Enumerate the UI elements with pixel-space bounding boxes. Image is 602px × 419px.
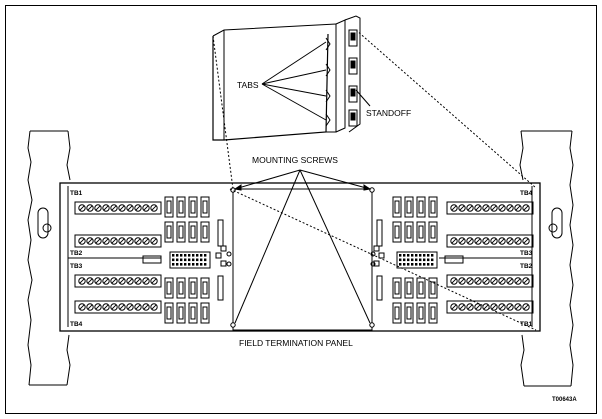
detail-callout-lines (212, 29, 537, 331)
terminal-strip (446, 274, 534, 288)
right-connector (370, 219, 464, 301)
panel-mounting-screws (230, 187, 375, 328)
relay-block (392, 277, 438, 299)
relay-block (392, 221, 438, 243)
center-opening (232, 188, 373, 331)
relay-block (164, 221, 210, 243)
left-relay-blocks (164, 196, 210, 324)
mounting-screw-leaders (233, 169, 372, 324)
connector-pins (399, 254, 434, 266)
terminal-strip (446, 234, 534, 248)
figure-id-label: T00643A (552, 397, 577, 403)
right-relay-blocks (392, 196, 438, 324)
panel-title-label: FIELD TERMINATION PANEL (239, 338, 353, 348)
right-tb3-label: TB3 (520, 250, 533, 257)
figure-frame (5, 5, 597, 414)
right-tb4-label: TB4 (520, 190, 533, 197)
relay-block (392, 302, 438, 324)
connector-pins (172, 254, 207, 266)
right-terminal-strips (446, 201, 534, 314)
left-tb4-label: TB4 (70, 321, 83, 328)
relay-block (164, 196, 210, 218)
relay-block (164, 277, 210, 299)
left-tb1-label: TB1 (70, 190, 83, 197)
terminal-strip (74, 234, 162, 248)
mounting-screws-label: MOUNTING SCREWS (252, 155, 338, 165)
right-rack-rail (519, 130, 574, 387)
left-tb3-label: TB3 (70, 263, 83, 270)
left-terminal-strips (74, 201, 162, 314)
left-rack-rail (27, 130, 71, 386)
terminal-strip (74, 300, 162, 314)
terminal-strip (446, 300, 534, 314)
detail-inset (212, 15, 361, 141)
right-tb2-label: TB2 (520, 263, 533, 270)
terminal-strip (74, 274, 162, 288)
tabs-leaders (261, 41, 371, 121)
left-connector (142, 219, 232, 301)
tabs-label: TABS (237, 80, 259, 90)
standoff-label: STANDOFF (366, 108, 411, 118)
relay-block (164, 302, 210, 324)
relay-block (392, 196, 438, 218)
panel-body (59, 182, 541, 332)
left-tb2-label: TB2 (70, 250, 83, 257)
terminal-strip (74, 201, 162, 215)
right-tb1-label: TB1 (520, 321, 533, 328)
terminal-strip (446, 201, 534, 215)
